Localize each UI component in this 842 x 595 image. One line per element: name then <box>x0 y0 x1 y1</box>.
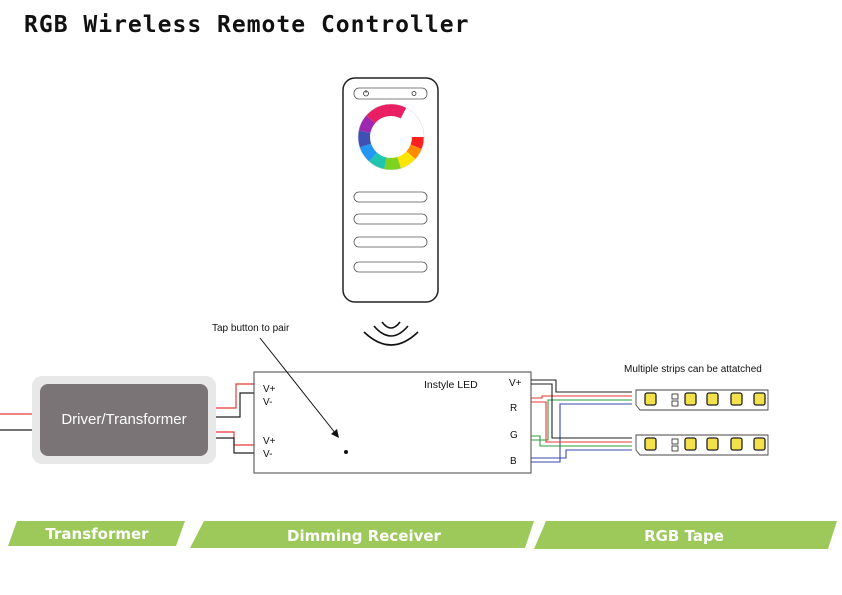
resistor <box>671 393 679 400</box>
section-label-transformer: Transformer <box>45 525 149 543</box>
output-wires <box>531 379 632 463</box>
led-chip <box>684 437 697 451</box>
section-band-transformer: Transformer <box>8 521 185 546</box>
led-chip <box>753 392 766 406</box>
pair-annotation: Tap button to pair <box>212 323 339 438</box>
remote-zone-button[interactable] <box>353 191 428 203</box>
led-chip <box>753 437 766 451</box>
led-chip <box>730 437 743 451</box>
receiver-brand: Instyle LED <box>424 379 478 391</box>
receiver-input-vminus: V- <box>263 397 272 408</box>
led-chip <box>706 437 719 451</box>
led-chip <box>706 392 719 406</box>
section-label-receiver: Dimming Receiver <box>287 527 442 545</box>
brightness-icon <box>411 91 417 96</box>
rgb-led-strip <box>635 434 769 456</box>
page-title: RGB Wireless Remote Controller <box>24 12 470 38</box>
led-chip <box>644 437 657 451</box>
receiver-input-vplus: V+ <box>263 384 276 395</box>
remote-zone-button[interactable] <box>353 261 428 273</box>
section-band-receiver: Dimming Receiver <box>190 521 534 548</box>
pair-annotation-text: Tap button to pair <box>212 323 290 334</box>
power-icon <box>363 90 369 97</box>
arrow-head-icon <box>331 429 339 438</box>
receiver-output-g: G <box>510 430 518 441</box>
receiver-input-vminus-2: V- <box>263 449 272 460</box>
dimming-receiver: Instyle LED V+ V- V+ V- V+ R G B <box>253 371 532 474</box>
led-chip <box>730 392 743 406</box>
wireless-signal-icon <box>363 321 419 346</box>
strips-annotation: Multiple strips can be attatched <box>624 364 762 375</box>
receiver-output-r: R <box>510 403 517 414</box>
resistor <box>671 438 679 445</box>
remote-zone-button[interactable] <box>353 213 428 225</box>
receiver-output-b: B <box>510 456 517 467</box>
remote-zone-button[interactable] <box>353 236 428 248</box>
rgb-led-strip <box>635 389 769 411</box>
remote-control <box>342 77 439 303</box>
led-chip <box>644 392 657 406</box>
resistor <box>671 445 679 452</box>
input-wires <box>0 383 254 454</box>
pair-button[interactable] <box>344 450 348 454</box>
resistor <box>671 400 679 407</box>
receiver-input-vplus-2: V+ <box>263 436 276 447</box>
section-label-rgb-tape: RGB Tape <box>644 527 724 545</box>
driver-label: Driver/Transformer <box>61 411 186 428</box>
color-wheel <box>357 103 425 171</box>
driver-transformer: Driver/Transformer <box>32 376 216 464</box>
section-band-rgb-tape: RGB Tape <box>534 521 837 549</box>
receiver-output-vplus: V+ <box>509 378 522 389</box>
led-chip <box>684 392 697 406</box>
